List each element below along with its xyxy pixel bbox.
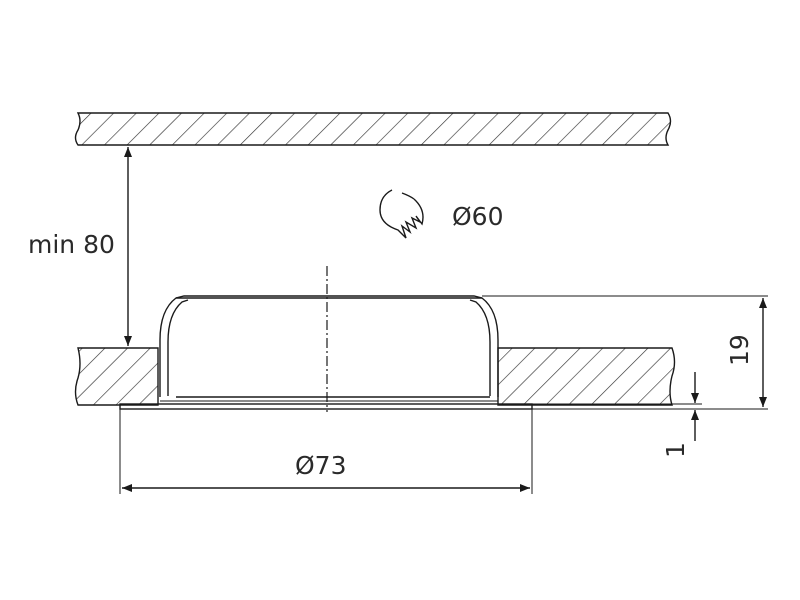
downlight-fixture [119,266,533,412]
clearance-label: min 80 [28,230,115,259]
outer-diameter-label: Ø73 [295,451,347,480]
mounting-board-right [497,347,676,406]
height-label: 19 [725,334,754,366]
cutout-diameter-label: Ø60 [452,202,504,231]
flange-thickness-label: 1 [661,442,690,458]
hole-saw-icon [379,189,424,239]
height-dimension [482,295,768,410]
ceiling-slab [74,112,672,146]
mounting-board-left [74,347,159,406]
outer-diameter-dimension [119,409,533,494]
flange-thickness-dimension [532,372,702,441]
